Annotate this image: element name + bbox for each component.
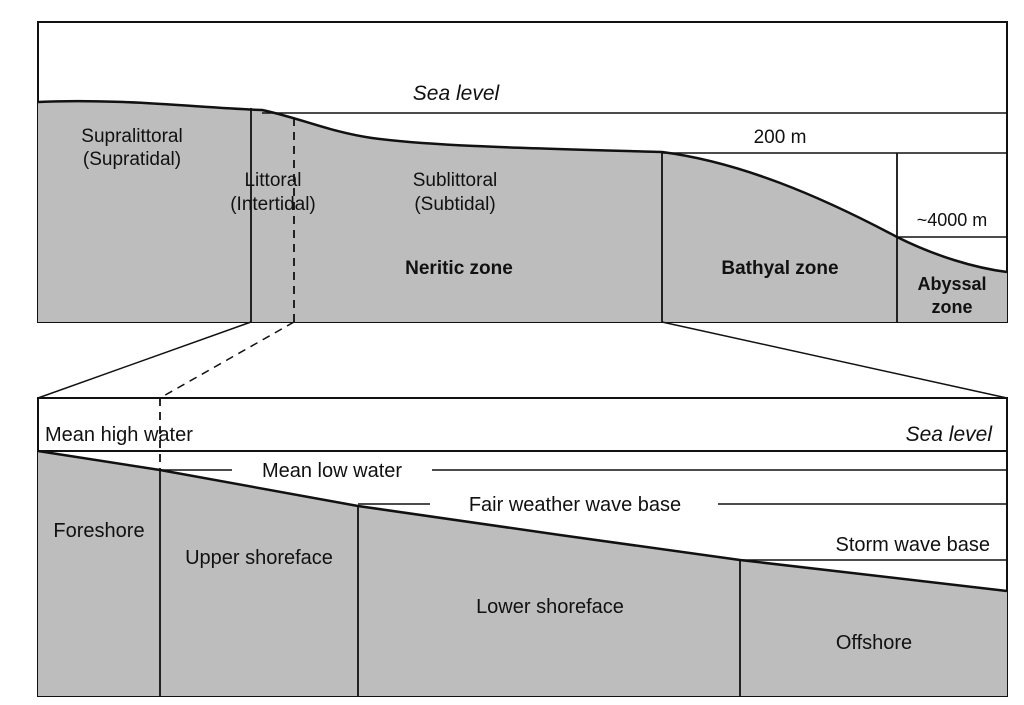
lower-shoreface-label: Lower shoreface: [476, 596, 624, 618]
upper-shoreface-label: Upper shoreface: [185, 547, 333, 569]
bottom-seafloor-outline: [37, 449, 1008, 593]
bottom-seafloor: [38, 451, 1007, 696]
top-sea-level-label: Sea level: [413, 82, 501, 105]
supralittoral-label: Supralittoral: [81, 126, 182, 147]
bottom-sea-level-label: Sea level: [906, 423, 994, 446]
foreshore-label: Foreshore: [53, 520, 144, 542]
neritic-zone-label: Neritic zone: [405, 258, 513, 279]
storm-wave-base-label: Storm wave base: [835, 534, 990, 556]
abyssal-zone-label-1: Abyssal: [917, 274, 986, 294]
subtidal-label: (Subtidal): [414, 194, 495, 215]
depth-4000m-label: ~4000 m: [917, 210, 988, 230]
mean-high-water-label: Mean high water: [45, 424, 193, 446]
littoral-label: Littoral: [244, 170, 301, 191]
offshore-label: Offshore: [836, 632, 912, 654]
depth-200m-label: 200 m: [754, 127, 807, 148]
intertidal-label: (Intertidal): [230, 194, 316, 215]
top-seafloor: [38, 101, 1007, 322]
abyssal-zone-label-2: zone: [931, 297, 972, 317]
connector-left: [37, 321, 252, 399]
supratidal-label: (Supratidal): [83, 149, 181, 170]
zoom-connectors: [37, 321, 1008, 399]
sublittoral-label: Sublittoral: [413, 170, 498, 191]
connector-right: [661, 321, 1008, 399]
mean-low-water-label: Mean low water: [262, 460, 402, 482]
bottom-panel: Mean high water Sea level Mean low water…: [37, 397, 1008, 697]
bathyal-zone-label: Bathyal zone: [721, 258, 838, 279]
connector-dashed: [159, 321, 295, 399]
top-panel: Sea level 200 m ~4000 m Supralittoral (S…: [37, 21, 1008, 323]
fair-weather-wave-base-label: Fair weather wave base: [469, 494, 681, 516]
